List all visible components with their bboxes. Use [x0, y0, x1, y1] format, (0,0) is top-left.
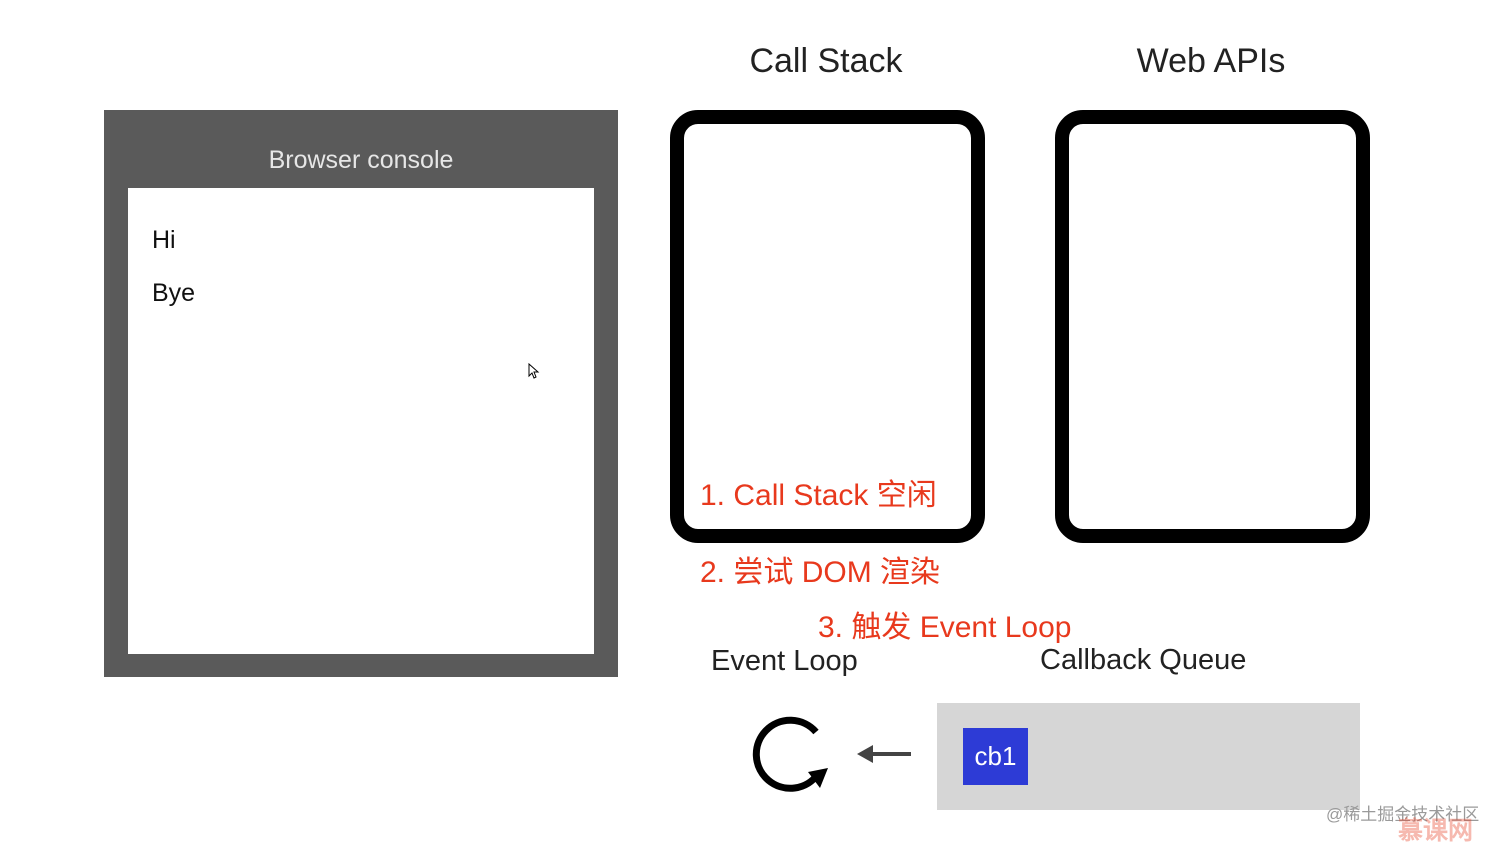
browser-console-output: Hi Bye [128, 188, 594, 654]
call-stack-box [670, 110, 985, 543]
web-apis-box [1055, 110, 1370, 543]
callback-queue-label: Callback Queue [1040, 644, 1247, 676]
web-apis-heading: Web APIs [1136, 42, 1286, 80]
step-1-note: 1. Call Stack 空闲 [700, 479, 937, 512]
step-2-note: 2. 尝试 DOM 渲染 [700, 556, 941, 589]
console-line-1: Hi [152, 226, 176, 254]
browser-console-title: Browser console [268, 146, 454, 174]
watermark-text: @稀土掘金技术社区 [1326, 805, 1480, 824]
call-stack-heading: Call Stack [749, 42, 903, 80]
event-loop-label: Event Loop [711, 645, 858, 677]
console-line-2: Bye [152, 279, 196, 307]
arrow-left-icon [857, 745, 911, 763]
callback-item: cb1 [963, 728, 1028, 785]
step-3-note: 3. 触发 Event Loop [818, 611, 1072, 644]
mouse-cursor-icon [528, 363, 540, 379]
brand-watermark: 慕课网 [1398, 817, 1474, 845]
loop-arrow-icon [752, 716, 828, 792]
